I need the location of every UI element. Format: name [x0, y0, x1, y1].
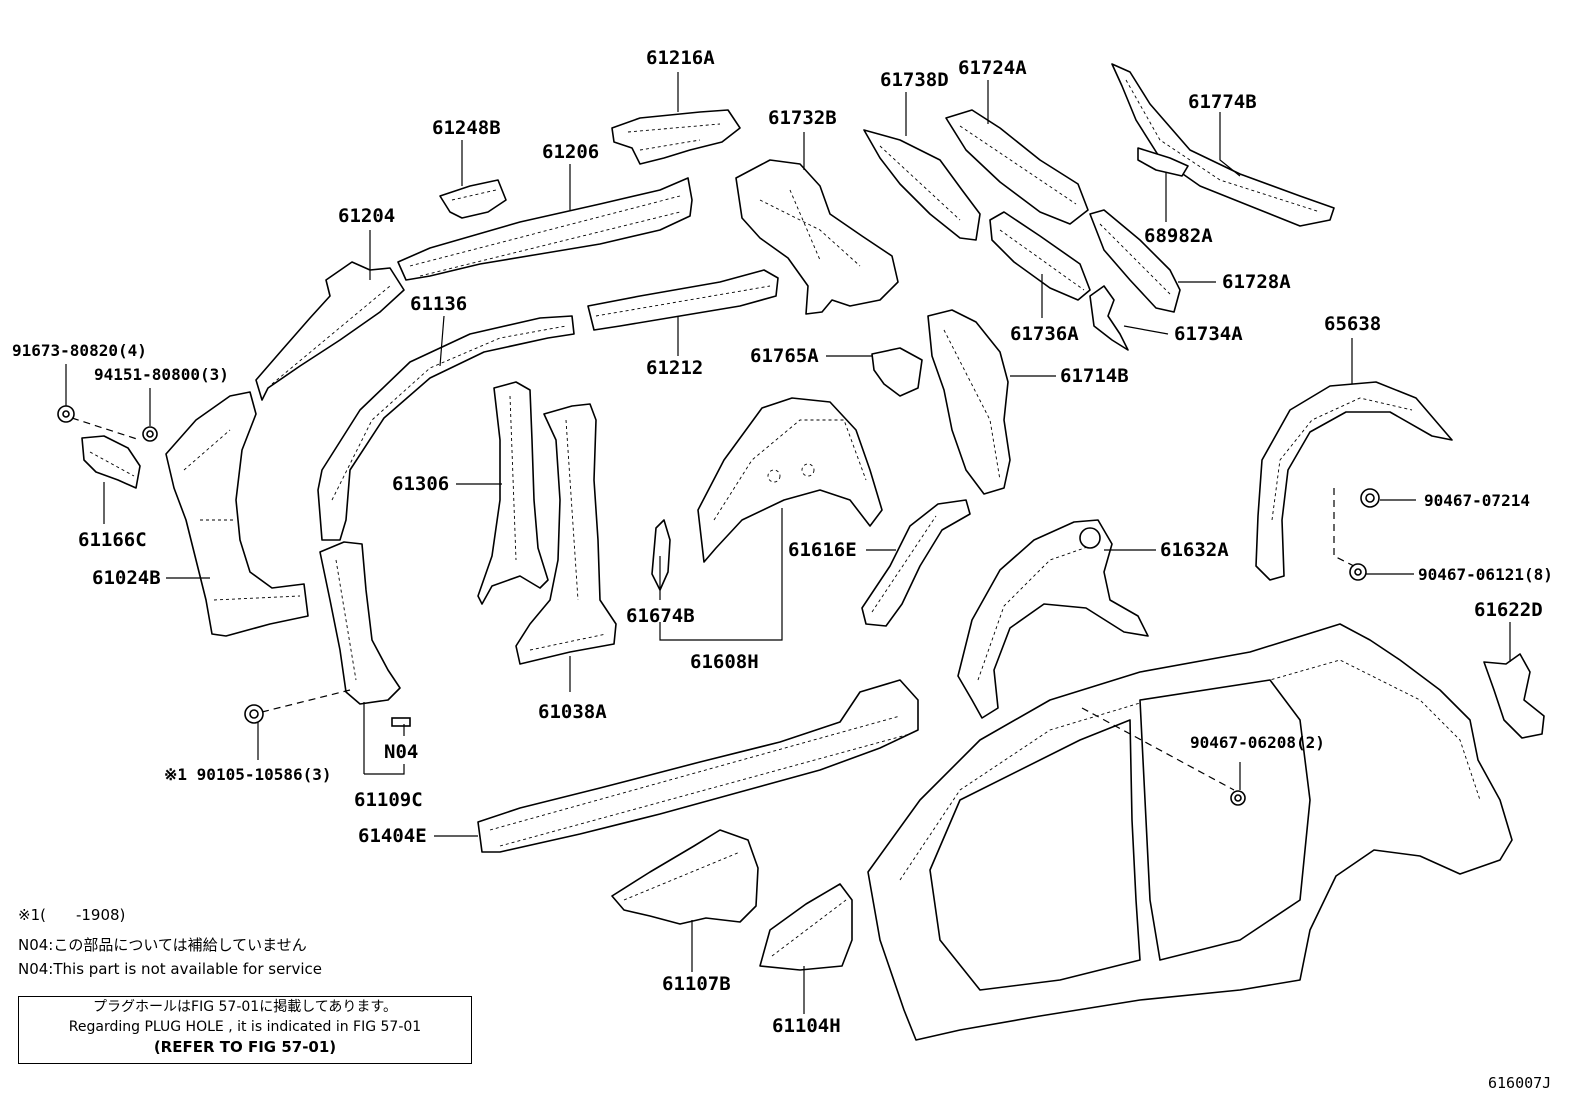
footnote-1: ※1( -1908) [18, 906, 126, 924]
label-90467-06121: 90467-06121(8) [1418, 565, 1553, 584]
part-61622D [1483, 653, 1545, 739]
body-side-panel [867, 623, 1513, 1041]
label-94151-80800: 94151-80800(3) [94, 365, 229, 384]
label-61714B: 61714B [1060, 365, 1129, 387]
part-61024B [165, 391, 309, 637]
label-61736A: 61736A [1010, 323, 1079, 345]
bolt-91673-icon [57, 405, 75, 423]
part-61734A [1089, 285, 1129, 351]
label-90105-10586: ※1 90105-10586(3) [164, 765, 332, 784]
part-65638 [1255, 381, 1453, 581]
part-61616E [861, 499, 971, 627]
leader-lines [65, 72, 1511, 1014]
part-61714B [927, 309, 1011, 495]
part-61765A [871, 347, 923, 397]
part-labels: 61216A 61248B 61206 61204 61136 61212 61… [12, 47, 1553, 1037]
label-61166C: 61166C [78, 529, 147, 551]
label-91673-80820: 91673-80820(4) [12, 341, 147, 360]
part-61724A [945, 109, 1089, 225]
clip-90467-07214-icon [1360, 488, 1380, 508]
note-n04-english: N04:This part is not available for servi… [18, 960, 322, 978]
nut-94151-icon [142, 426, 158, 442]
label-90467-07214: 90467-07214 [1424, 491, 1530, 510]
bolt-90105-icon [244, 704, 264, 724]
part-61248B [439, 179, 507, 219]
clip-90467-06121-icon [1349, 563, 1367, 581]
plug-hole-note-box: プラグホールはFIG 57-01に掲載してあります。 Regarding PLU… [18, 996, 472, 1064]
refer-to-fig-note: (REFER TO FIG 57-01) [153, 1038, 337, 1056]
part-61774B [1111, 63, 1335, 227]
label-61734A: 61734A [1174, 323, 1243, 345]
part-61306 [477, 381, 549, 605]
part-61107B [611, 829, 759, 925]
part-61674B [651, 519, 671, 591]
label-61212: 61212 [646, 357, 703, 379]
label-61404E: 61404E [358, 825, 427, 847]
clip-90467-06208-icon [1230, 790, 1246, 806]
plug-hole-note-japanese: プラグホールはFIG 57-01に掲載してあります。 [93, 999, 397, 1015]
label-61109C: 61109C [354, 789, 423, 811]
label-61608H: 61608H [690, 651, 759, 673]
figure-code: 616007J [1488, 1074, 1552, 1092]
part-61738D [863, 129, 981, 241]
label-N04: N04 [384, 741, 418, 763]
part-61632A [957, 519, 1149, 719]
part-61038A [515, 403, 617, 665]
label-61732B: 61732B [768, 107, 837, 129]
part-61728A [1089, 209, 1181, 313]
label-61616E: 61616E [788, 539, 857, 561]
label-61216A: 61216A [646, 47, 715, 69]
label-61104H: 61104H [772, 1015, 841, 1037]
part-61732B [735, 159, 899, 315]
part-61404E [477, 679, 919, 853]
label-61206: 61206 [542, 141, 599, 163]
part-61212 [587, 269, 779, 331]
label-61306: 61306 [392, 473, 449, 495]
label-61038A: 61038A [538, 701, 607, 723]
part-61736A [989, 211, 1091, 301]
label-61765A: 61765A [750, 345, 819, 367]
part-61166C [81, 435, 141, 489]
label-61738D: 61738D [880, 69, 949, 91]
label-61622D: 61622D [1474, 599, 1543, 621]
label-61248B: 61248B [432, 117, 501, 139]
label-65638: 65638 [1324, 313, 1381, 335]
plug-hole-note-english: Regarding PLUG HOLE , it is indicated in… [68, 1019, 422, 1035]
part-61204 [255, 261, 405, 401]
part-61216A [611, 109, 741, 165]
label-61136: 61136 [410, 293, 467, 315]
label-90467-06208: 90467-06208(2) [1190, 733, 1325, 752]
label-61107B: 61107B [662, 973, 731, 995]
part-61104H [759, 883, 853, 971]
clip-N04-icon [391, 717, 411, 727]
part-61136 [317, 315, 575, 541]
label-61674B: 61674B [626, 605, 695, 627]
label-61204: 61204 [338, 205, 395, 227]
label-61024B: 61024B [92, 567, 161, 589]
label-61632A: 61632A [1160, 539, 1229, 561]
part-61608H [697, 397, 883, 563]
label-61724A: 61724A [958, 57, 1027, 79]
label-61728A: 61728A [1222, 271, 1291, 293]
note-n04-japanese: N04:この部品については補給していません [18, 936, 307, 954]
part-61109C [319, 541, 401, 705]
part-68982A [1137, 147, 1189, 177]
label-61774B: 61774B [1188, 91, 1257, 113]
part-61206 [397, 177, 693, 281]
label-68982A: 68982A [1144, 225, 1213, 247]
